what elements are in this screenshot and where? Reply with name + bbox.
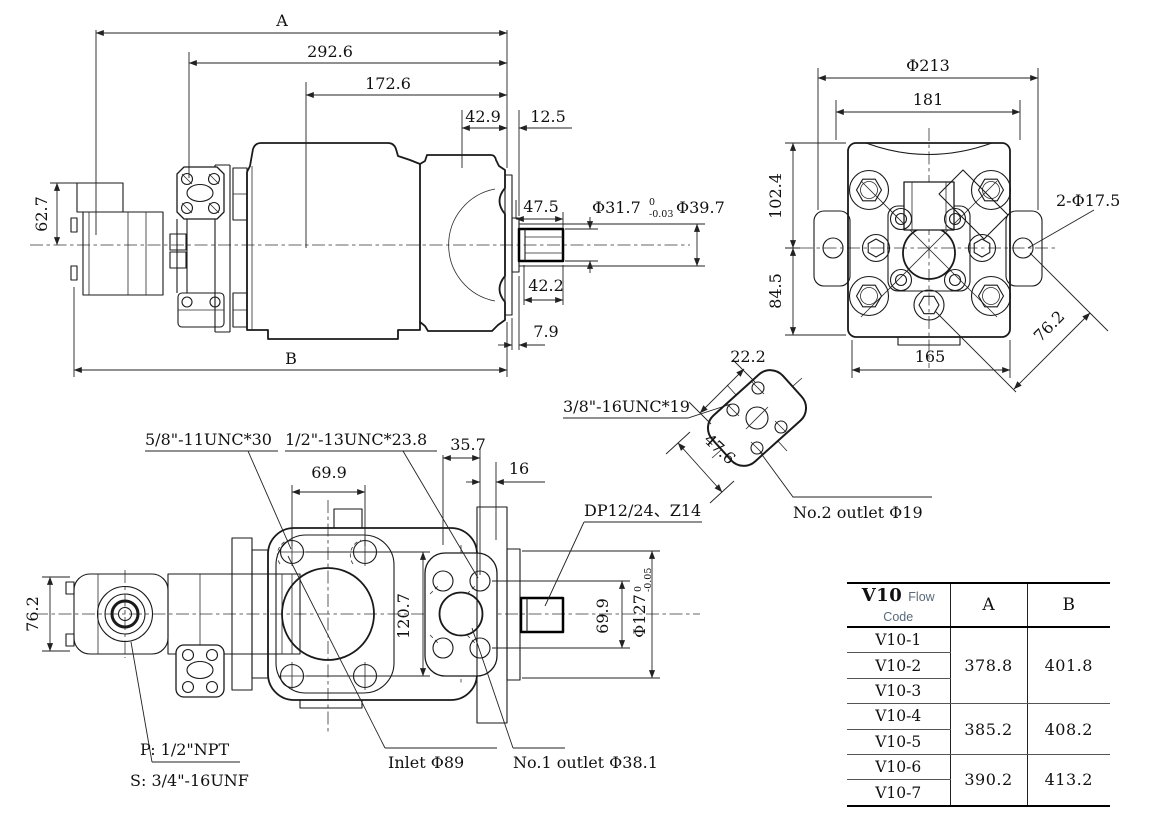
dim-7-9: 7.9 bbox=[533, 322, 558, 341]
spline-label: DP12/24、Z14 bbox=[584, 501, 701, 520]
rear-view-dimensions: Φ213 181 102.4 84.5 165 2-Φ17.5 76.2 bbox=[766, 56, 1120, 393]
side-view: A 292.6 172.6 42.9 12.5 62.7 47.5 bbox=[30, 11, 725, 377]
table-row: V10-6 390.2 413.2 bbox=[847, 754, 1110, 807]
bottom-view-dimensions: 5/8"-11UNC*30 1/2"-13UNC*23.8 35.7 16 69… bbox=[23, 430, 702, 790]
mount-hole-left bbox=[822, 237, 844, 259]
dim-a-cell: 378.8 bbox=[950, 627, 1028, 705]
dim-76-2-bottom: 76.2 bbox=[23, 596, 42, 632]
flow-code-cell: V10-4 bbox=[847, 703, 951, 730]
dim-42-2: 42.2 bbox=[528, 276, 564, 295]
port-p-label: P: 1/2"NPT bbox=[140, 740, 230, 759]
shaft-tol-lower: -0.03 bbox=[649, 209, 673, 220]
dim-b-cell: 408.2 bbox=[1027, 703, 1110, 755]
dim-pilot-dia: Φ127 bbox=[630, 594, 649, 638]
dim-A: A bbox=[275, 11, 288, 30]
outlet2-dimensions: 22.2 47.6 3/8"-16UNC*19 No.2 outlet Φ19 bbox=[563, 347, 932, 522]
dim-35-7: 35.7 bbox=[450, 435, 486, 454]
dim-47-5: 47.5 bbox=[523, 197, 559, 216]
dim-a-cell: 390.2 bbox=[950, 754, 1028, 807]
flow-code-cell: V10-2 bbox=[847, 652, 951, 679]
table-row: V10-7 bbox=[847, 779, 1110, 806]
outlet2-label: No.2 outlet Φ19 bbox=[793, 503, 923, 522]
table-row: V10-3 bbox=[847, 678, 1110, 705]
dim-181: 181 bbox=[913, 90, 944, 109]
outlet1-port bbox=[438, 591, 484, 637]
port-s-label: S: 3/4"-16UNF bbox=[130, 771, 249, 790]
header-col-b: B bbox=[1027, 583, 1110, 628]
drive-shaft bbox=[517, 227, 565, 263]
outlet1-label: No.1 outlet Φ38.1 bbox=[513, 753, 658, 772]
inlet-label: Inlet Φ89 bbox=[388, 753, 464, 772]
dim-42-9: 42.9 bbox=[465, 107, 501, 126]
flow-code-cell: V10-6 bbox=[847, 754, 951, 781]
dim-39-7: Φ39.7 bbox=[676, 198, 725, 217]
table-row: V10-1 378.8 401.8 bbox=[847, 627, 1110, 705]
flow-code-cell: V10-7 bbox=[847, 779, 951, 806]
cover-screws bbox=[889, 207, 967, 292]
dim-102-4: 102.4 bbox=[766, 173, 785, 219]
side-view-dimensions: A 292.6 172.6 42.9 12.5 62.7 47.5 bbox=[32, 11, 725, 377]
aux-lower-flange-screws bbox=[181, 648, 219, 694]
flow-code-cell: V10-5 bbox=[847, 729, 951, 755]
bottom-view: 5/8"-11UNC*30 1/2"-13UNC*23.8 35.7 16 69… bbox=[23, 430, 702, 790]
dim-62-7: 62.7 bbox=[32, 196, 51, 232]
flow-code-cell: V10-1 bbox=[847, 627, 951, 654]
thread-1-2-label: 1/2"-13UNC*23.8 bbox=[285, 430, 427, 449]
table-row: V10-2 bbox=[847, 652, 1110, 679]
outlet2-detail: 22.2 47.6 3/8"-16UNC*19 No.2 outlet Φ19 bbox=[563, 347, 932, 522]
aux-flange-screws bbox=[180, 172, 221, 215]
dim-69-9-top: 69.9 bbox=[311, 463, 347, 482]
table-row: V10-5 bbox=[847, 729, 1110, 755]
corner-bolts bbox=[848, 169, 1012, 317]
dim-120-7: 120.7 bbox=[394, 593, 413, 639]
dim-292-6: 292.6 bbox=[307, 42, 353, 61]
header-col-a: A bbox=[950, 583, 1028, 628]
dim-16: 16 bbox=[509, 459, 529, 478]
spline-shaft bbox=[519, 596, 565, 634]
dim-a-cell: 385.2 bbox=[950, 703, 1028, 755]
dim-2xd17-5: 2-Φ17.5 bbox=[1056, 191, 1120, 210]
outlet1-screws bbox=[429, 570, 491, 659]
rear-view: Φ213 181 102.4 84.5 165 2-Φ17.5 76.2 bbox=[766, 56, 1120, 393]
dim-shaft-dia: Φ31.7 bbox=[592, 198, 641, 217]
outlet2-thread-label: 3/8"-16UNC*19 bbox=[563, 397, 690, 416]
dim-12-5: 12.5 bbox=[530, 107, 566, 126]
dim-69-9-right: 69.9 bbox=[593, 598, 612, 634]
dim-213: Φ213 bbox=[906, 56, 950, 75]
pilot-tol-upper: 0 bbox=[633, 586, 644, 592]
dim-b-cell: 413.2 bbox=[1027, 754, 1110, 807]
header-flow-code-label: Flow Code bbox=[883, 590, 935, 624]
inlet-port bbox=[281, 567, 375, 661]
pilot-tol-lower: -0.05 bbox=[643, 568, 654, 592]
flow-code-cell: V10-3 bbox=[847, 678, 951, 705]
dim-172-6: 172.6 bbox=[365, 74, 411, 93]
dim-76-2-rear: 76.2 bbox=[1030, 307, 1069, 346]
header-model: V10 bbox=[861, 585, 903, 606]
mount-hole-right bbox=[1012, 237, 1034, 259]
dim-84-5: 84.5 bbox=[766, 273, 785, 309]
table-row: V10-4 385.2 408.2 bbox=[847, 703, 1110, 755]
dim-165: 165 bbox=[915, 347, 946, 366]
thread-5-8-label: 5/8"-11UNC*30 bbox=[145, 430, 272, 449]
shaft-tol-upper: 0 bbox=[649, 197, 655, 208]
dim-B: B bbox=[285, 349, 297, 368]
dim-22-2: 22.2 bbox=[730, 347, 766, 366]
dim-b-cell: 401.8 bbox=[1027, 627, 1110, 705]
